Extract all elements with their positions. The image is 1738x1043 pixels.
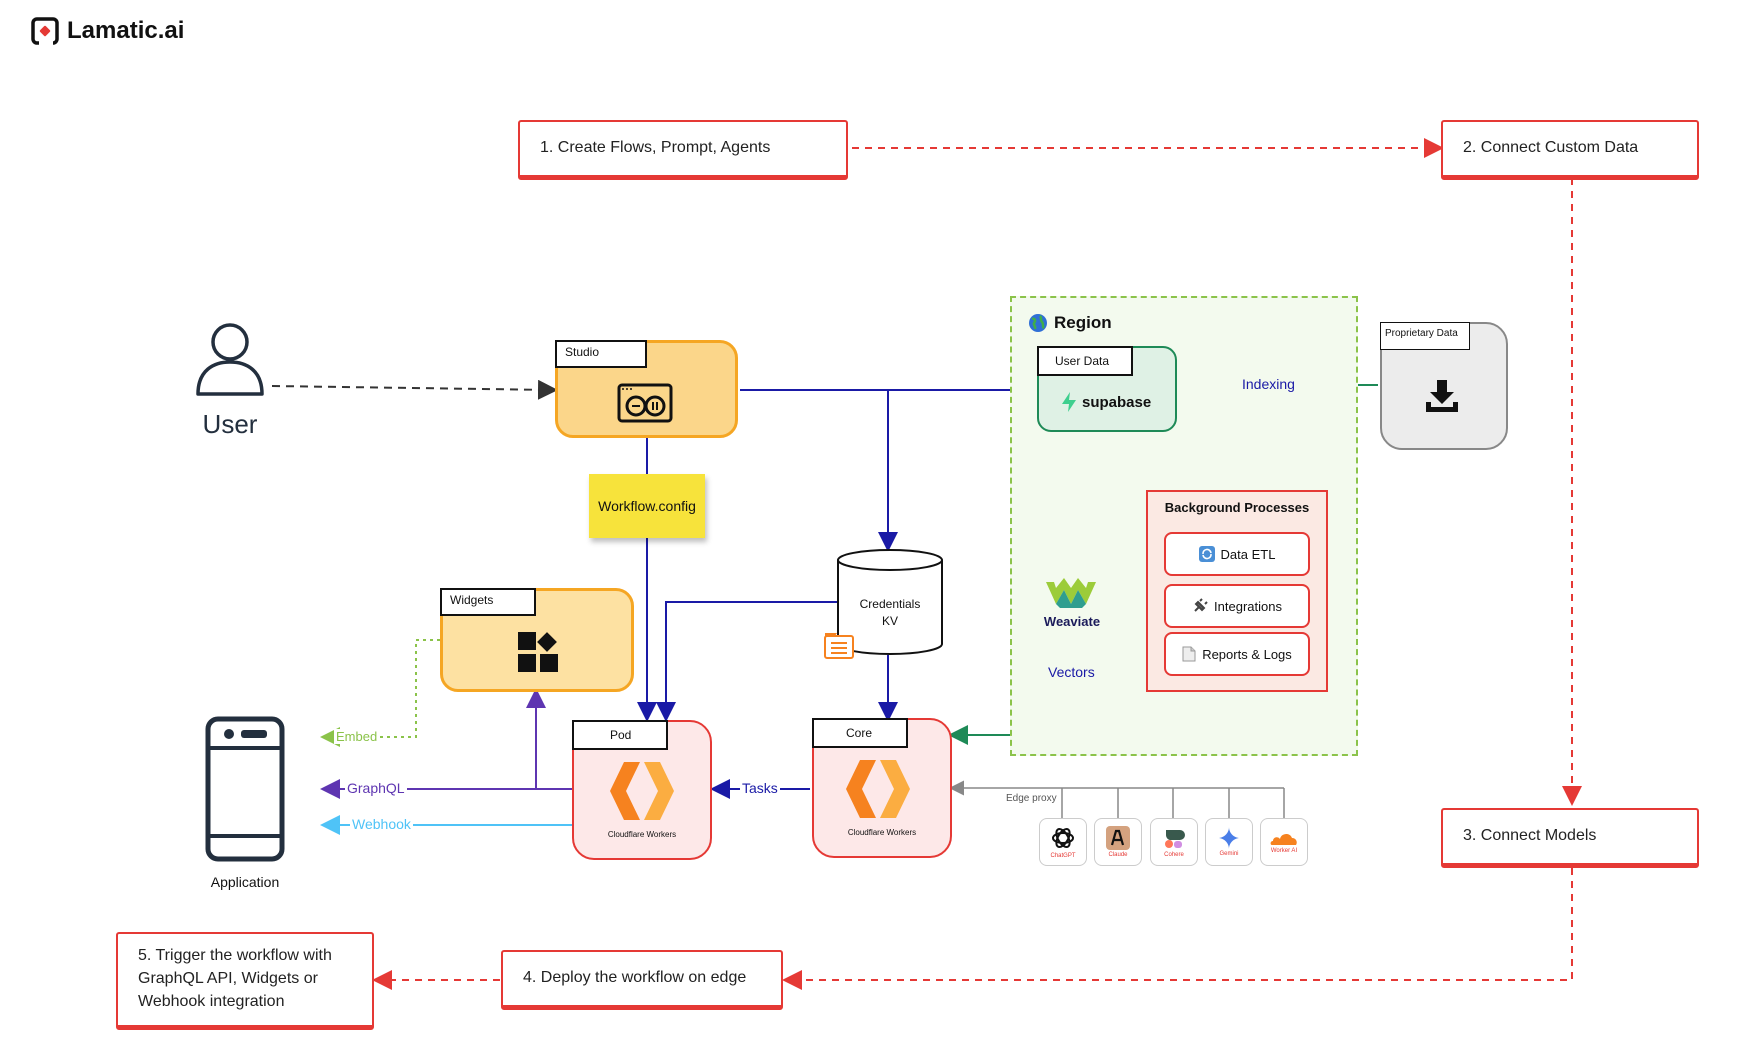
document-icon [1182,646,1196,662]
brand-name: Lamatic.ai [67,17,185,44]
model-claude-label: Claude [1108,852,1128,858]
gemini-icon [1218,827,1240,849]
step3-to-step4-arrow [782,868,1573,990]
model-cohere-label: Cohere [1164,852,1184,858]
credentials-to-pod-arrow [656,601,838,722]
embed-label: Embed [334,729,380,744]
embed-arrow [320,639,440,747]
model-chatgpt-label: ChatGPT [1050,853,1076,859]
user-data-tab: User Data [1037,346,1133,376]
edge-proxy-label: Edge proxy [1006,793,1057,804]
openai-icon [1052,827,1074,849]
tasks-label: Tasks [740,780,780,796]
process-integrations: Integrations [1164,584,1310,628]
step-3-box: 3. Connect Models [1441,808,1699,868]
supabase-wordmark: supabase [1082,393,1152,411]
graphql-label: GraphQL [345,780,407,796]
credentials-line-1: Credentials [859,597,921,611]
model-chatgpt: ChatGPT [1039,818,1087,866]
download-icon [1426,380,1458,412]
pod-tab-label: Pod [610,728,632,742]
anthropic-icon [1106,826,1130,850]
supabase-logo: supabase [1060,392,1151,412]
process-reports-logs-label: Reports & Logs [1202,646,1292,662]
studio-tab-label: Studio [565,345,600,359]
step-5-line-1: 5. Trigger the workflow with [138,947,332,964]
core-tab-label: Core [846,726,873,740]
refresh-icon [1198,546,1215,562]
model-claude: Claude [1094,818,1142,866]
brand[interactable]: Lamatic.ai [30,16,184,46]
model-worker-ai-label: Worker AI [1270,848,1298,854]
user-icon [196,323,264,396]
step-5-line-2: GraphQL API, Widgets or [138,970,318,987]
weaviate-logo [1046,578,1096,608]
widgets-icon [518,632,558,672]
region-title-text: Region [1054,313,1112,332]
workflow-config-label: Workflow.config [598,498,696,514]
credentials-line-2: KV [881,614,898,628]
step-4-text: 4. Deploy the workflow on edge [523,969,747,986]
widgets-tab-label: Widgets [450,593,494,607]
step-1-text: 1. Create Flows, Prompt, Agents [540,139,771,156]
core-caption: Cloudflare Workers [847,828,917,837]
pod-to-widgets-arrow [526,688,572,790]
application-label: Application [210,874,280,890]
user-to-studio-arrow [271,379,558,400]
webhook-label: Webhook [350,816,413,832]
cohere-icon [1165,830,1185,848]
model-cohere: Cohere [1150,818,1198,866]
cloudflare-workers-icon [846,760,910,818]
document-list-icon [824,633,854,659]
background-processes-title: Background Processes [1164,500,1310,515]
core-tab: Core [812,718,908,748]
step-2-box: 2. Connect Custom Data [1441,120,1699,180]
model-gemini-label: Gemini [1219,851,1239,857]
credentials-cylinder [837,549,943,655]
step-3-text: 3. Connect Models [1463,827,1597,844]
user-label: User [202,409,258,439]
step-2-text: 2. Connect Custom Data [1463,139,1639,156]
studio-tab: Studio [555,340,647,368]
cloudflare-workers-icon [610,762,674,820]
widgets-tab: Widgets [440,588,536,616]
cloudflare-icon [1270,833,1297,845]
step-5-line-3: Webhook integration [138,993,285,1010]
step-4-box: 4. Deploy the workflow on edge [501,950,783,1010]
region-title: Region [1028,313,1112,333]
indexing-label: Indexing [1240,376,1297,392]
workflow-config-note: Workflow.config [589,474,705,538]
user: User [192,320,268,440]
model-worker-ai: Worker AI [1260,818,1308,866]
step-1-box: 1. Create Flows, Prompt, Agents [518,120,848,180]
process-reports-logs: Reports & Logs [1164,632,1310,676]
process-data-etl: Data ETL [1164,532,1310,576]
pod-tab: Pod [572,720,668,750]
weaviate-wordmark: Weaviate [1043,614,1101,629]
globe-icon [1029,314,1047,332]
process-integrations-label: Integrations [1214,598,1282,614]
vectors-label: Vectors [1046,664,1097,680]
proprietary-data-tab: Proprietary Data [1380,322,1470,350]
step-5-box: 5. Trigger the workflow with GraphQL API… [116,932,374,1030]
credentials-label: Credentials KV [836,596,944,630]
model-gemini: Gemini [1205,818,1253,866]
lamatic-logo-icon [31,17,59,46]
process-data-etl-label: Data ETL [1220,546,1276,562]
pod-caption: Cloudflare Workers [607,830,677,839]
user-data-tab-label: User Data [1055,354,1110,368]
smartphone-icon [205,716,285,862]
supabase-icon [1062,392,1076,412]
studio-editor-icon [617,383,673,423]
proprietary-data-tab-label: Proprietary Data [1385,328,1458,339]
plug-icon [1194,598,1208,612]
